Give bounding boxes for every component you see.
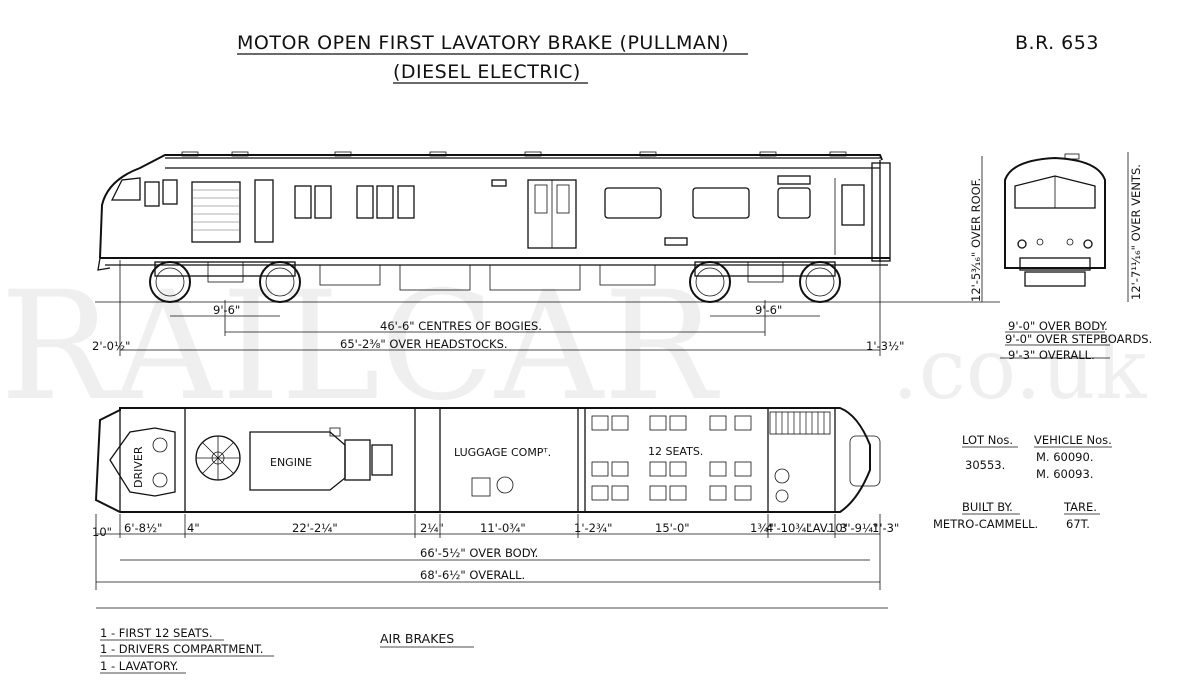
dim-plan-overall: 68'-6½" OVERALL. [420, 568, 525, 582]
dim-end-over-body: 9'-0" OVER BODY. [1008, 319, 1108, 333]
label-seats: 12 SEATS. [648, 445, 703, 458]
note-1: 1 - FIRST 12 SEATS. [100, 626, 213, 640]
dim-plan-6: 11'-0¾" [480, 521, 526, 535]
watermark-suffix: .co.uk [892, 320, 1148, 418]
dim-bogie-left: 9'-6" [213, 303, 240, 317]
plan-seats [591, 415, 752, 501]
dim-plan-7: 1'-2¾" [574, 521, 612, 535]
dim-plan-9: 1¾" [750, 521, 774, 535]
dim-plan-2: 6'-8½" [124, 521, 162, 535]
label-luggage: LUGGAGE COMPᵀ. [454, 446, 551, 459]
dim-plan-8: 15'-0" [655, 521, 690, 535]
dim-plan-14: 1'-3" [872, 521, 899, 535]
dim-plan-12: 10" [828, 521, 848, 535]
label-engine: ENGINE [270, 456, 312, 469]
vehicle-heading: VEHICLE Nos. [1034, 433, 1112, 447]
end-elevation [981, 152, 1129, 359]
diagram-number: B.R. 653 [1015, 32, 1099, 54]
title-line-2: (DIESEL ELECTRIC) [393, 61, 581, 83]
vehicle-1: M. 60090. [1036, 450, 1093, 464]
dim-overhang-left: 2'-0½" [92, 339, 130, 353]
dim-plan-over-body: 66'-5½" OVER BODY. [420, 546, 538, 560]
built-heading: BUILT BY. [962, 500, 1013, 514]
dim-bogie-centres: 46'-6" CENTRES OF BOGIES. [380, 319, 542, 333]
side-elevation [95, 151, 1000, 303]
side-dimensions: 9'-6" 9'-6" 46'-6" CENTRES OF BOGIES. 65… [92, 260, 904, 356]
label-driver: DRIVER [132, 446, 145, 488]
dim-overhang-right: 1'-3½" [866, 339, 904, 353]
dim-plan-11: LAV. [806, 521, 830, 535]
note-3: 1 - LAVATORY. [100, 659, 178, 673]
dim-plan-4: 22'-2¼" [292, 521, 338, 535]
note-2: 1 - DRIVERS COMPARTMENT. [100, 642, 263, 656]
dim-plan-5: 2¼" [420, 521, 444, 535]
tare-value: 67T. [1066, 517, 1090, 531]
dim-over-headstocks: 65'-2⅜" OVER HEADSTOCKS. [340, 337, 508, 351]
tare-heading: TARE. [1063, 500, 1097, 514]
dim-over-roof: 12'-5³⁄₁₆" OVER ROOF. [969, 178, 983, 302]
dim-plan-10: 4'-10¾" [766, 521, 812, 535]
dim-plan-3: 4" [187, 521, 200, 535]
dim-over-stepboards: 9'-0" OVER STEPBOARDS. [1005, 332, 1152, 346]
plan-dimensions [95, 514, 881, 590]
lot-heading: LOT Nos. [962, 433, 1013, 447]
dim-plan-1: 10" [92, 525, 112, 539]
built-value: METRO-CAMMELL. [933, 517, 1038, 531]
title-line-1: MOTOR OPEN FIRST LAVATORY BRAKE (PULLMAN… [237, 32, 729, 54]
lot-value: 30553. [965, 458, 1005, 472]
dim-end-overall: 9'-3" OVERALL. [1008, 348, 1095, 362]
air-brakes: AIR BRAKES [380, 631, 454, 646]
dim-plan-13: 3'-9¼" [840, 521, 878, 535]
vehicle-2: M. 60093. [1036, 467, 1093, 481]
plan-view [94, 407, 881, 513]
dim-bogie-right: 9'-6" [755, 303, 782, 317]
dim-over-vents: 12'-7¹¹⁄₁₆" OVER VENTS. [1129, 164, 1143, 300]
